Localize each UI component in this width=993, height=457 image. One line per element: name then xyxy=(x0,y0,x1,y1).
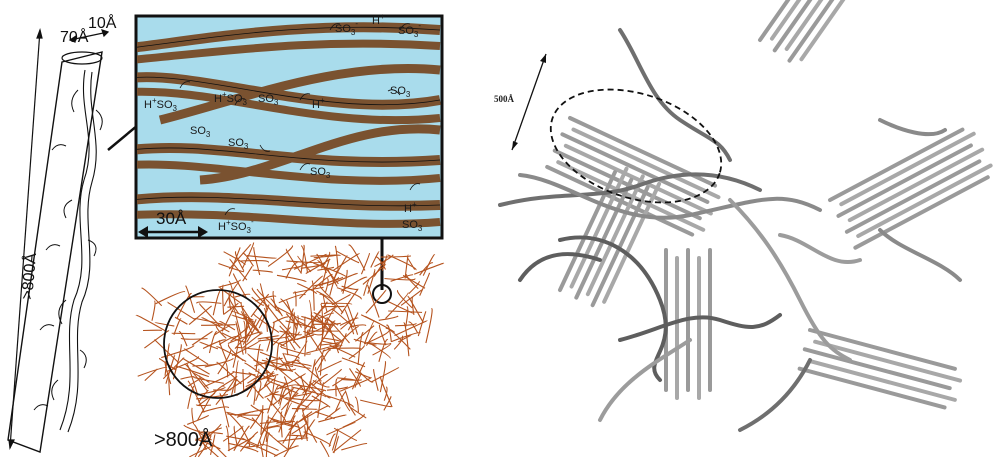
bundle-strand xyxy=(196,404,211,405)
bundle-strand xyxy=(287,261,321,263)
bundle-strand xyxy=(189,306,212,325)
bundle-strand xyxy=(403,275,425,288)
bundle-strand xyxy=(281,347,311,354)
bundle-strand xyxy=(277,438,308,441)
bundle-strand xyxy=(253,270,273,272)
bundle-strand xyxy=(407,274,419,288)
bundle-strand xyxy=(181,338,207,339)
bundle-strand xyxy=(299,276,322,298)
bundle-strand xyxy=(335,246,338,270)
bundle-strand xyxy=(199,387,225,395)
rod xyxy=(805,349,950,388)
bundle-strand xyxy=(401,290,422,306)
bundle-strand xyxy=(341,443,367,449)
bundle-strand xyxy=(360,400,391,406)
fibril-length-label: >800Å xyxy=(17,252,40,301)
bundle-strand xyxy=(423,255,434,276)
bundle-strand xyxy=(268,246,292,267)
bundle-strand xyxy=(426,309,432,343)
polymer-chain xyxy=(780,235,860,262)
bundle-strand xyxy=(136,315,165,331)
rod xyxy=(810,361,955,400)
bundle-strand xyxy=(320,350,324,375)
bundle-strand xyxy=(330,345,356,357)
bundle-strand xyxy=(156,292,185,304)
polymer-chain xyxy=(880,120,945,134)
bundle-strand xyxy=(391,333,420,342)
bundle-strand xyxy=(343,414,364,427)
fibril-bundle-network xyxy=(136,243,443,457)
rod xyxy=(847,161,979,231)
bundle-strand xyxy=(247,256,276,259)
bundle-strand xyxy=(328,348,361,349)
bundle-strand xyxy=(169,373,170,396)
bundle-strand xyxy=(349,245,365,271)
rod xyxy=(838,145,970,215)
fibril-cylinder xyxy=(8,52,102,452)
bundle-strand xyxy=(192,408,194,424)
bundle-strand xyxy=(292,409,317,410)
bundle-strand xyxy=(220,321,235,330)
right-scale-label: 500Å xyxy=(494,94,515,104)
bundle-strand xyxy=(155,323,174,326)
bundle-strand xyxy=(361,253,369,274)
rod xyxy=(800,369,945,408)
bundle-strand xyxy=(235,409,270,415)
bundle-strand xyxy=(279,335,314,343)
bundle-strand xyxy=(197,302,222,303)
inset-scale-label: 30Å xyxy=(156,209,187,228)
bundle-size-label: >800Å xyxy=(154,428,213,451)
bundle-strand xyxy=(355,397,358,412)
bundle-strand xyxy=(327,422,356,434)
bundle-strand xyxy=(404,323,409,356)
bundle-strand xyxy=(243,267,252,282)
bundle-strand xyxy=(277,275,306,282)
polymer-chain xyxy=(880,230,960,280)
bundle-strand xyxy=(325,279,328,293)
rod xyxy=(815,342,960,381)
bundle-strand xyxy=(322,369,342,385)
bundle-strand xyxy=(408,296,424,323)
bundle-strand xyxy=(361,315,379,324)
bundle-strand xyxy=(379,325,385,345)
bundle-strand xyxy=(217,362,241,384)
bundle-strand xyxy=(379,316,398,320)
diameter-label: 70Å xyxy=(60,27,89,46)
bundle-strand xyxy=(305,302,328,330)
bundle-strand xyxy=(304,432,331,446)
dimension-arrows xyxy=(9,30,108,448)
bundle-strand xyxy=(152,301,155,321)
bundle-strand xyxy=(298,424,302,440)
rod xyxy=(850,150,982,220)
bundle-strand xyxy=(241,261,269,263)
rod-model xyxy=(500,0,991,430)
bundle-strand xyxy=(205,358,234,367)
bundle-strand xyxy=(230,259,247,280)
bundle-strand xyxy=(301,245,304,272)
bundle-strand xyxy=(420,273,430,296)
inset-connector xyxy=(373,238,391,303)
bundle-strand xyxy=(295,291,296,306)
bundle-strand xyxy=(407,257,414,269)
bundle-strand xyxy=(318,415,346,422)
bundle-strand xyxy=(381,256,411,257)
bundle-strand xyxy=(256,345,260,372)
bundle-strand xyxy=(142,288,162,306)
bundle-strand xyxy=(145,369,157,380)
bundle-strand xyxy=(349,345,364,359)
right-scale-bar: 500Å xyxy=(494,54,546,150)
chem-label: H+SO3 xyxy=(214,90,248,107)
bundle-strand xyxy=(138,367,167,376)
bundle-strand xyxy=(234,426,237,445)
chem-label: H+SO3 xyxy=(144,96,178,113)
bundle-strand xyxy=(342,358,365,367)
inset-box: SO3- H+ SO3- SO3 H+SO3 SO3 H+ H+SO3 SO3 … xyxy=(130,12,442,238)
bundle-strand xyxy=(192,363,219,366)
bundle-strand xyxy=(335,326,358,347)
bundle-strand xyxy=(195,319,223,325)
wall-thickness-label: 10Å xyxy=(88,13,117,32)
